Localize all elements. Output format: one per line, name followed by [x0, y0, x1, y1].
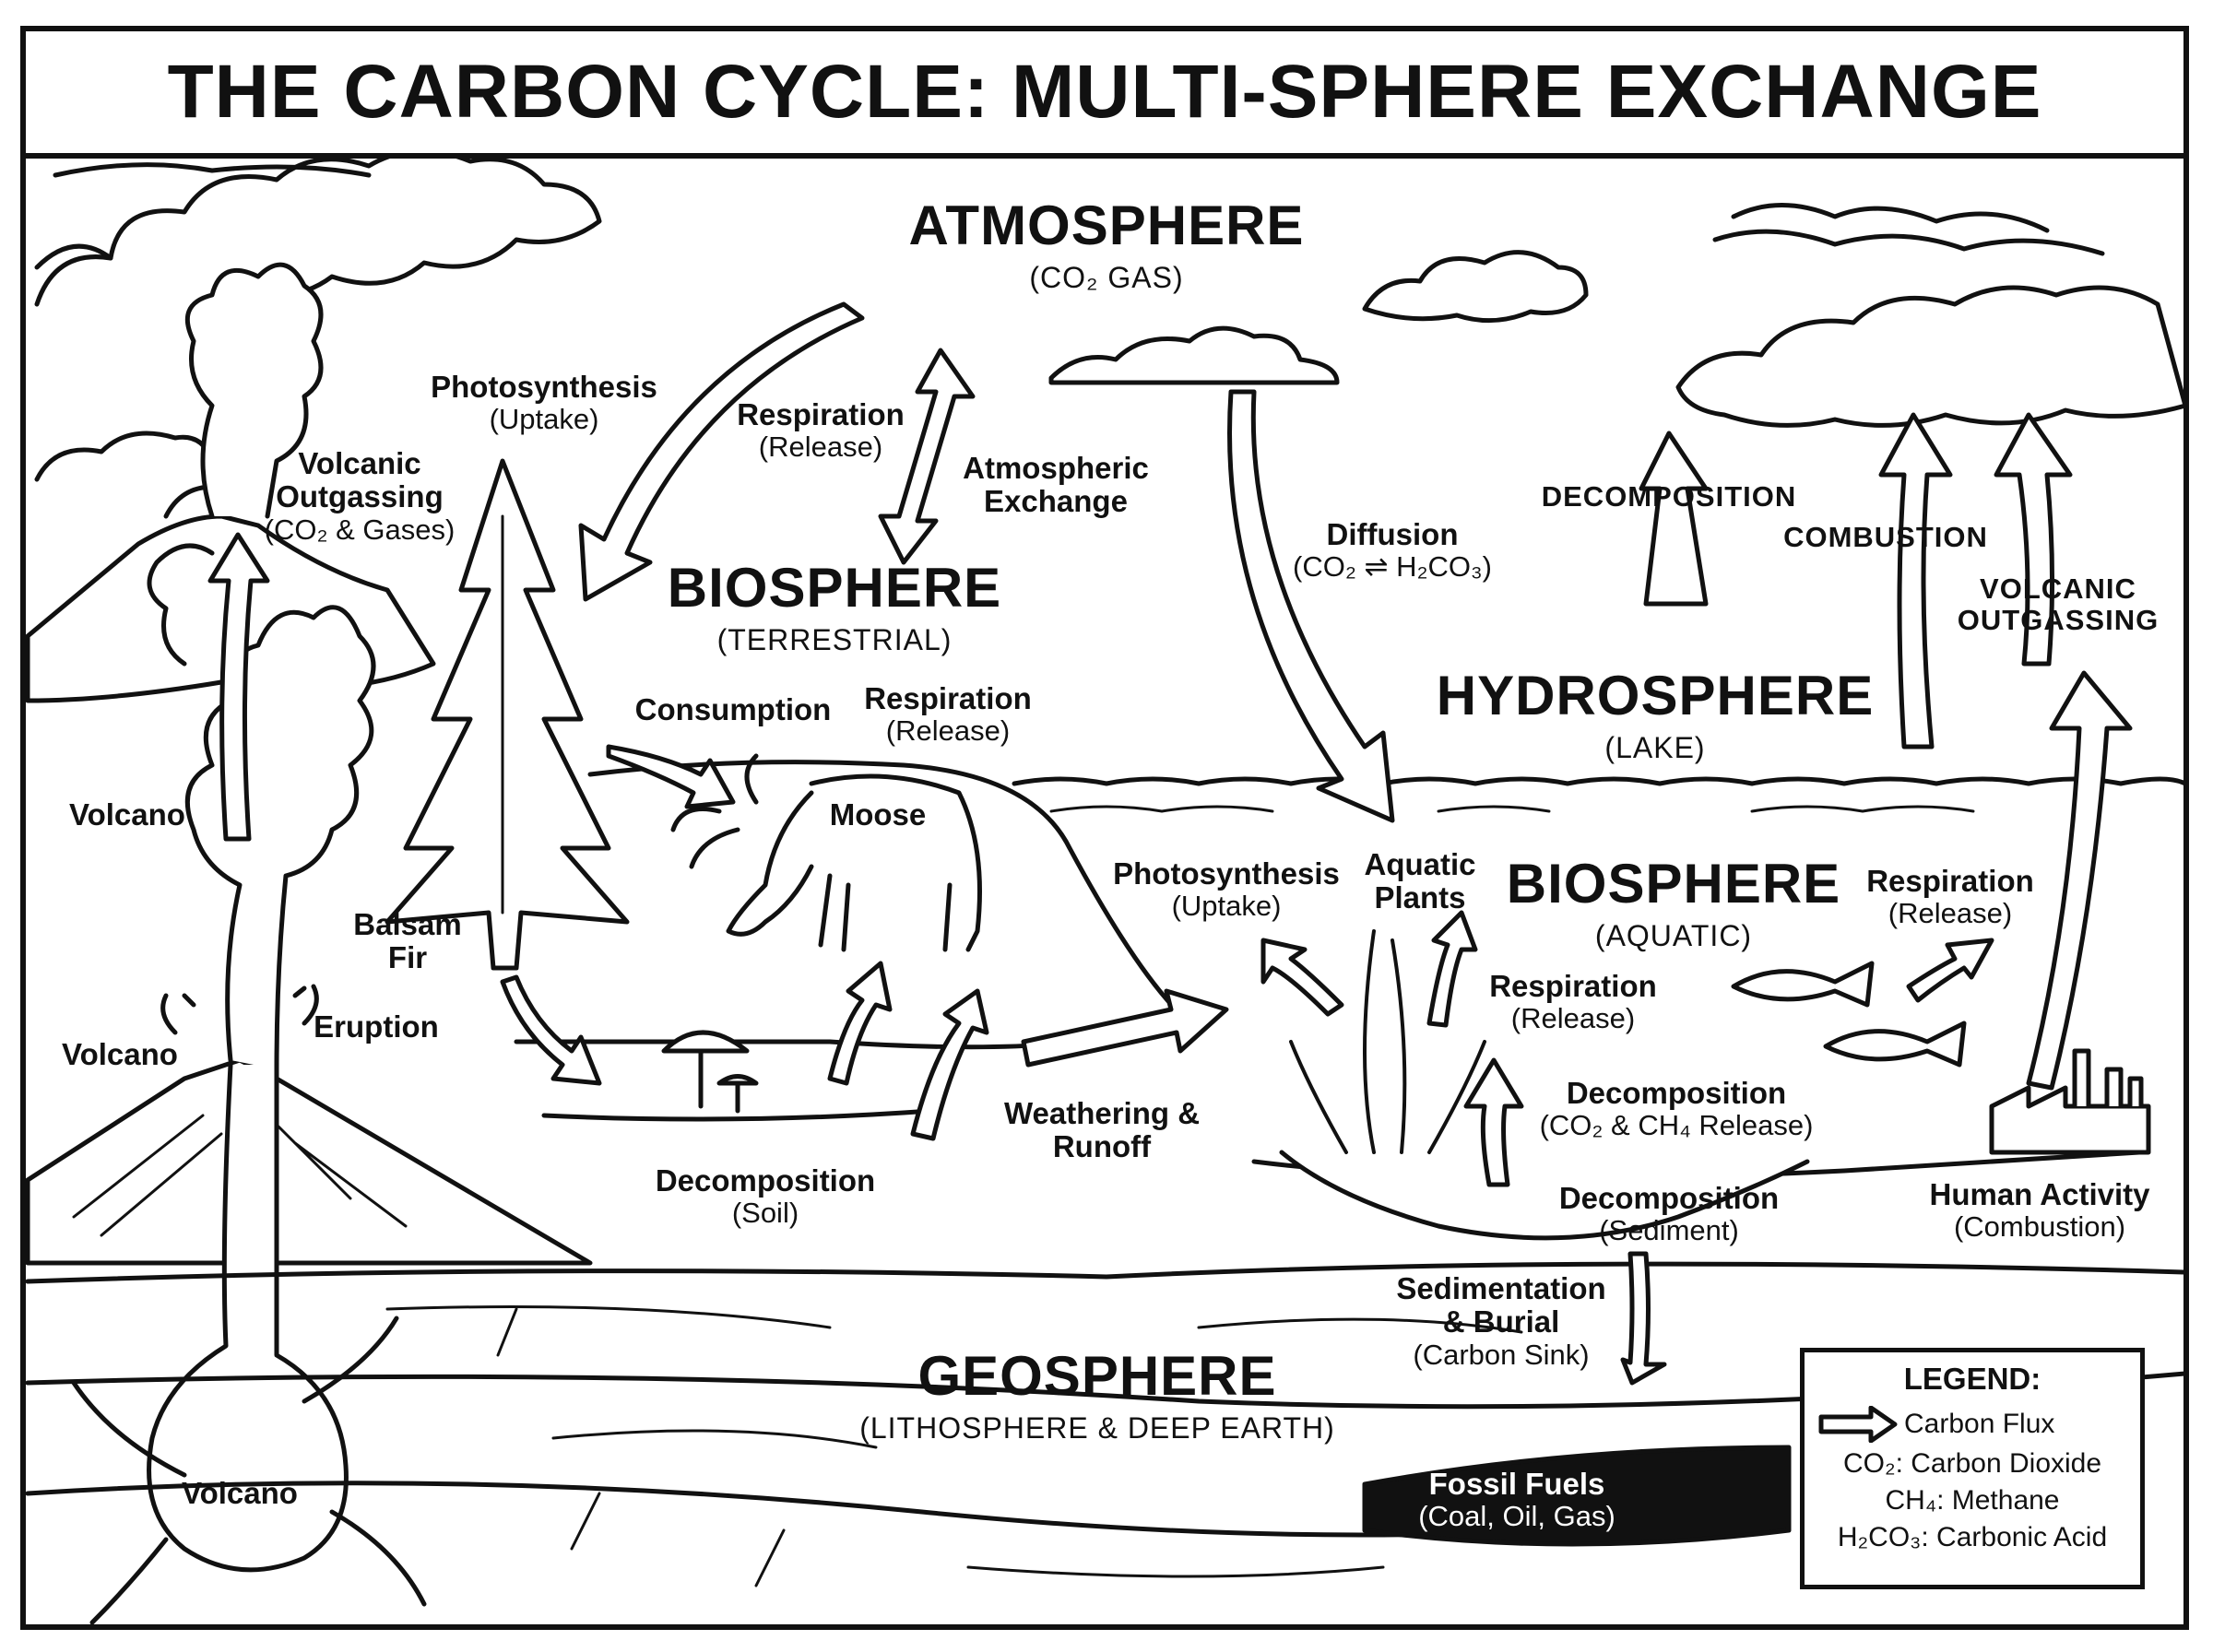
decomposition-caps-label: DECOMPOSITION: [1541, 480, 1797, 513]
fish-icon: [1731, 961, 1967, 1068]
factory-icon: [1989, 1048, 2151, 1155]
flux-arrows: [207, 301, 2133, 1386]
arrow-volcanic-outgassing-right: [1994, 412, 2073, 667]
volcano-icon: [26, 262, 593, 1624]
arrow-volcanic-outgassing: [207, 532, 270, 842]
lake: [1012, 776, 2183, 1241]
atmospheric-exchange-label: Atmospheric Exchange: [963, 451, 1149, 519]
arrow-photosynthesis: [578, 301, 865, 602]
arrow-human-activity: [2026, 670, 2133, 1091]
flux-arrow-icon: [1818, 1406, 1898, 1443]
respiration-fish-label: Respiration(Release): [1866, 864, 2034, 930]
volcanic-outgassing-caps-label: VOLCANIC OUTGASSING: [1957, 572, 2160, 637]
mushroom-icon: [541, 1030, 934, 1122]
volcano-chamber-label: Volcano: [182, 1476, 298, 1510]
legend-ch4-row: CH₄: Methane: [1817, 1485, 2127, 1516]
legend-co2-label: CO₂: Carbon Dioxide: [1842, 1448, 2102, 1479]
eruption-label: Eruption: [314, 1009, 439, 1044]
atmosphere-label: ATMOSPHERE(CO₂ GAS): [908, 195, 1305, 294]
diagram-frame: THE CARBON CYCLE: MULTI-SPHERE EXCHANGE: [20, 26, 2189, 1630]
legend-h2co3-row: H₂CO₃: Carbonic Acid: [1817, 1522, 2127, 1553]
title-bar: THE CARBON CYCLE: MULTI-SPHERE EXCHANGE: [26, 31, 2183, 159]
moose-label: Moose: [829, 797, 927, 832]
fossil-fuels-label: Fossil Fuels(Coal, Oil, Gas): [1418, 1467, 1615, 1533]
arrow-consumption: [606, 744, 736, 809]
legend-ch4-label: CH₄: Methane: [1885, 1485, 2060, 1516]
legend-flux-label: Carbon Flux: [1904, 1409, 2055, 1439]
legend: LEGEND: Carbon Flux CO₂: Carbon Dioxide …: [1800, 1348, 2145, 1589]
arrow-lake-decomposition: [1463, 1057, 1524, 1187]
legend-flux-row: Carbon Flux: [1817, 1406, 2127, 1443]
biosphere-aquatic-label: BIOSPHERE(AQUATIC): [1506, 853, 1841, 952]
decomposition-sediment-label: Decomposition(Sediment): [1558, 1181, 1780, 1247]
arrow-soil-release-2: [910, 988, 989, 1141]
geosphere-strata: [26, 1261, 2183, 1587]
moose-icon: [670, 753, 982, 952]
arrow-aquatic-respiration: [1426, 910, 1478, 1028]
cloud-icon: [34, 159, 2183, 482]
legend-co2-row: CO₂: Carbon Dioxide: [1817, 1448, 2127, 1480]
human-activity-label: Human Activity(Combustion): [1929, 1177, 2150, 1244]
photosynthesis-uptake-label: Photosynthesis(Uptake): [431, 370, 657, 436]
diffusion-label: Diffusion(CO₂ ⇌ H₂CO₃): [1293, 517, 1492, 584]
arrow-fish-respiration: [1906, 938, 1994, 1003]
decomposition-lake-label: Decomposition(CO₂ & CH₄ Release): [1539, 1076, 1814, 1142]
tree-icon: [385, 458, 630, 971]
volcano-side-label: Volcano: [62, 1037, 178, 1071]
arrow-weathering: [1021, 988, 1229, 1068]
legend-title: LEGEND:: [1903, 1362, 2041, 1396]
balsam-fir-label: Balsam Fir: [353, 907, 462, 975]
sedimentation-label: Sedimentation & Burial(Carbon Sink): [1396, 1271, 1606, 1371]
page-title: THE CARBON CYCLE: MULTI-SPHERE EXCHANGE: [167, 50, 2042, 134]
respiration-release-top-label: Respiration(Release): [737, 397, 905, 464]
arrow-atmospheric-exchange: [878, 348, 976, 565]
arrow-decomposition-up: [1639, 431, 1709, 607]
geosphere-label: GEOSPHERE(LITHOSPHERE & DEEP EARTH): [859, 1345, 1335, 1445]
weathering-runoff-label: Weathering & Runoff: [1003, 1096, 1201, 1164]
arrow-diffusion: [1227, 389, 1395, 823]
biosphere-terrestrial-label: BIOSPHERE(TERRESTRIAL): [667, 557, 1002, 656]
arrow-combustion-up: [1878, 412, 1953, 749]
hydrosphere-label: HYDROSPHERE(LAKE): [1436, 665, 1875, 764]
fossil-fuel-layer: [1362, 1445, 1792, 1547]
respiration-release-moose-label: Respiration(Release): [864, 681, 1032, 748]
decomposition-soil-label: Decomposition(Soil): [655, 1163, 876, 1230]
aquatic-plants-label: Aquatic Plants: [1364, 847, 1476, 915]
aquatic-plant-icon: [1289, 929, 1486, 1154]
volcanic-outgassing-label: Volcanic Outgassing(CO₂ & Gases): [264, 446, 456, 546]
respiration-aquatic-label: Respiration(Release): [1489, 969, 1657, 1035]
volcano-cloud-label: Volcano: [69, 797, 185, 832]
arrow-soil-release-1: [827, 961, 893, 1086]
legend-h2co3-label: H₂CO₃: Carbonic Acid: [1837, 1522, 2108, 1552]
arrow-sedimentation: [1620, 1251, 1667, 1386]
arrow-moose-decomposition: [500, 974, 602, 1086]
arrow-aquatic-photosynthesis: [1260, 938, 1344, 1017]
consumption-label: Consumption: [634, 692, 832, 726]
combustion-caps-label: COMBUSTION: [1783, 521, 1988, 553]
photosynthesis-aquatic-label: Photosynthesis(Uptake): [1113, 856, 1340, 923]
